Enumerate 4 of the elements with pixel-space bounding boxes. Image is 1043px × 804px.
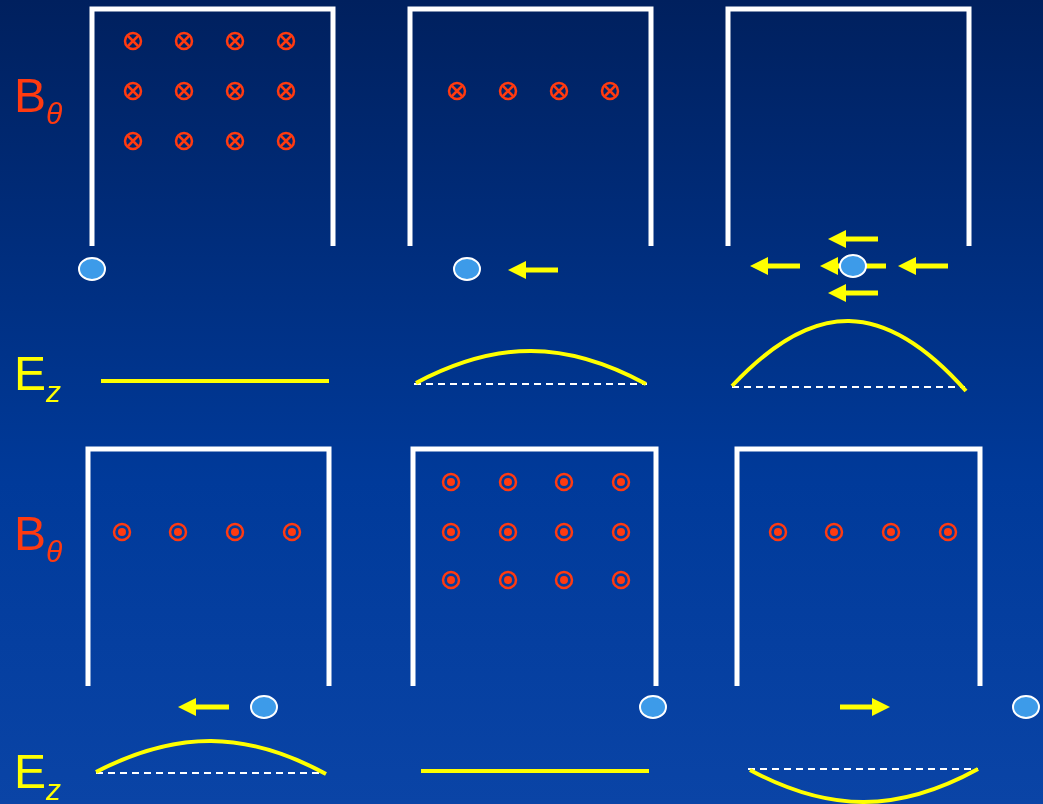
symbol-label: E$_{z}$ xyxy=(14,350,61,407)
symbol-label: E$_{z}$ xyxy=(14,748,61,804)
symbol-label: B$_{θ}$ xyxy=(14,510,63,567)
symbol-label: B$_{θ}$ xyxy=(14,72,63,129)
